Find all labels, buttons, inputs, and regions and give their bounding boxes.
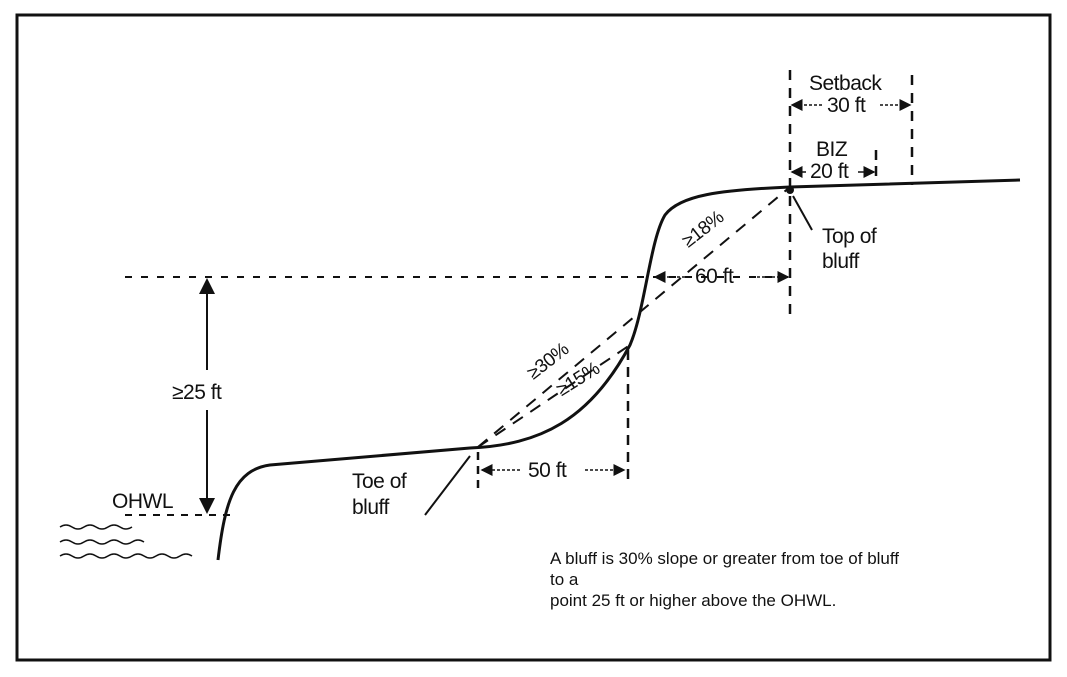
- ground-profile: [216, 178, 1021, 561]
- setback-distance: 30 ft: [827, 94, 866, 117]
- dist-60-label: 60 ft: [695, 265, 734, 288]
- dist-50-label: 50 ft: [528, 459, 567, 482]
- setback-label: Setback: [809, 72, 882, 95]
- biz-label: BIZ: [816, 138, 848, 161]
- caption-line-2: point 25 ft or higher above the OHWL.: [550, 591, 837, 610]
- toe-of-bluff-leader: [424, 455, 471, 516]
- top-of-bluff-point: [786, 186, 794, 194]
- frame-border: [15, 13, 1052, 662]
- caption-line-1: A bluff is 30% slope or greater from toe…: [550, 549, 900, 589]
- top-of-bluff-leader: [792, 195, 813, 231]
- caption: A bluff is 30% slope or greater from toe…: [550, 548, 910, 611]
- slope-line-18: [477, 186, 791, 448]
- top-bluff-label: bluff: [822, 250, 859, 273]
- slope-line-15: [477, 344, 631, 448]
- ohwl-label: OHWL: [112, 490, 174, 513]
- water-waves: [59, 524, 193, 559]
- top-of-label: Top of: [822, 225, 877, 248]
- toe-of-label: Toe of: [352, 470, 407, 493]
- biz-distance: 20 ft: [810, 160, 849, 183]
- height-label: ≥25 ft: [172, 381, 222, 404]
- toe-bluff-label: bluff: [352, 496, 389, 519]
